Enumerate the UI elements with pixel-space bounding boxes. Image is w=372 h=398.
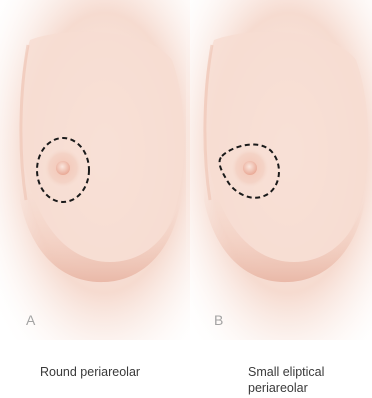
panel-caption-line-1: Small eliptical [248, 364, 324, 380]
nipple [243, 161, 257, 175]
panel-round-periareolar: A Round periareolar [0, 0, 190, 398]
panel-caption: Round periareolar [40, 364, 140, 380]
panel-letter: B [214, 312, 223, 328]
panel-small-eliptical-periareolar: B Small eliptical periareolar [186, 0, 372, 398]
panel-caption-line-2: periareolar [248, 380, 308, 396]
panel-letter: A [26, 312, 35, 328]
nipple [56, 161, 70, 175]
breast-illustration-a [0, 0, 190, 340]
breast-illustration-b [186, 0, 372, 340]
